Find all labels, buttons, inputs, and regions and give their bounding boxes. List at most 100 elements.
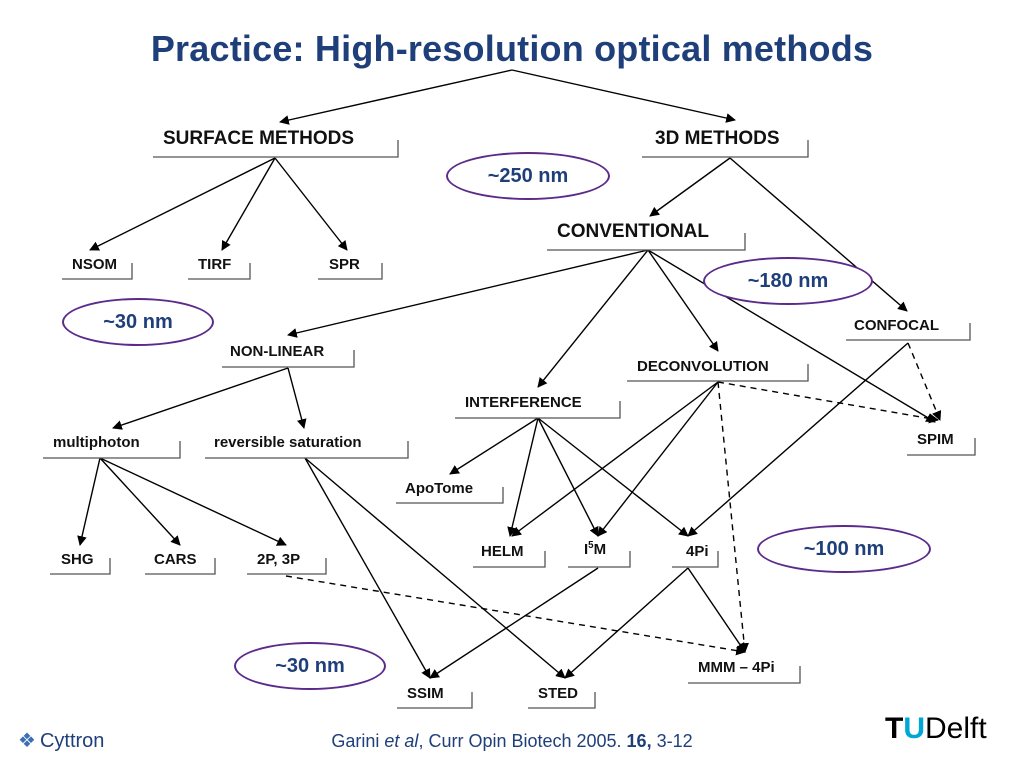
citation-volume: 16, (626, 731, 652, 751)
arrow-nonlinear-to-multiphoton (112, 367, 289, 430)
dash-deconv-to-spim (717, 381, 939, 424)
arrow-deconv-to-helm (511, 381, 719, 537)
reversible-saturation-node: reversible saturation (214, 434, 362, 451)
arrow-3d-to-confocal (729, 157, 908, 312)
badge-100nm: ~100 nm (757, 525, 931, 573)
label-underline (145, 558, 216, 575)
arrow-interference-to-apotome (449, 417, 539, 475)
badge-30nm-top: ~30 nm (62, 298, 214, 346)
label-underline (396, 487, 504, 504)
spim-node: SPIM (917, 431, 954, 448)
arrow-3d-to-conventional (649, 157, 731, 217)
label-underline (846, 323, 971, 341)
label-underline (455, 401, 621, 419)
non-linear-node: NON-LINEAR (230, 343, 325, 360)
arrow-interference-to-helm (507, 417, 539, 537)
arrow-revsat-to-ssim (304, 457, 431, 679)
diamond-bullet-icon: ❖ (18, 730, 36, 752)
conventional-node: CONVENTIONAL (557, 221, 709, 242)
deconvolution-node: DECONVOLUTION (637, 358, 769, 375)
label-underline (153, 140, 399, 158)
tudelft-logo-tu-text: TU (885, 712, 925, 745)
badge-250nm: ~250 nm (446, 152, 610, 200)
label-underline (473, 551, 546, 568)
arrow-conv-to-nonlinear (287, 249, 649, 338)
tudelft-logo: TUDelft (885, 712, 987, 746)
arrow-surface-to-nsom (89, 157, 276, 251)
nsom-node: NSOM (72, 256, 117, 273)
arrow-title-to-3d (511, 69, 736, 123)
tudelft-logo-delft: Delft (925, 712, 987, 745)
surface-methods-node: SURFACE METHODS (163, 128, 355, 149)
cyttron-brand: ❖Cyttron (18, 728, 104, 753)
multiphoton-node: multiphoton (53, 434, 140, 451)
label-underline (318, 263, 383, 280)
citation-author: Garini (331, 731, 385, 751)
dash-deconv-to-mmm (717, 381, 749, 653)
ssim-node: SSIM (407, 685, 444, 702)
dash-confocal-to-spim (907, 342, 942, 421)
citation-journal: , Curr Opin Biotech 2005. (418, 731, 627, 751)
tirf-node: TIRF (198, 256, 232, 273)
2p-3p-node: 2P, 3P (257, 551, 301, 568)
arrow-interference-to-i5m (537, 417, 599, 537)
helm-node: HELM (481, 543, 524, 560)
sted-node: STED (538, 685, 579, 702)
arrow-revsat-to-sted (304, 457, 566, 679)
i5m-superscript: 5 (588, 540, 594, 551)
arrow-title-to-surface (279, 69, 513, 125)
i5m-base: I (584, 541, 589, 558)
label-underline (528, 692, 596, 709)
i5m-node: I5M (584, 540, 606, 558)
shg-node: SHG (61, 551, 94, 568)
interference-node: INTERFERENCE (465, 394, 582, 411)
tudelft-logo-u: U (903, 712, 925, 745)
arrow-i5m-to-ssim (429, 567, 599, 679)
label-underline (205, 441, 409, 459)
slide-title: Practice: High-resolution optical method… (150, 28, 874, 69)
badge-30nm-bottom: ~30 nm (234, 642, 386, 690)
tudelft-logo-t: T (885, 712, 904, 745)
citation-pages: 3-12 (651, 731, 693, 751)
tudelft-logo-tu: TU (885, 712, 925, 745)
cars-node: CARS (154, 551, 197, 568)
apotome-node: ApoTome (405, 480, 474, 497)
label-underline (907, 438, 976, 456)
badge-180nm: ~180 nm (703, 257, 873, 305)
label-underline (188, 263, 251, 280)
label-underline (50, 558, 111, 575)
i5m-tail: M (593, 541, 607, 558)
arrow-4pi-to-sted (564, 567, 689, 679)
mmm-4pi-node: MMM – 4Pi (698, 659, 775, 676)
arrow-interference-to-4pi (537, 417, 689, 537)
arrow-surface-to-spr (274, 157, 348, 251)
arrow-4pi-to-mmm (687, 567, 746, 653)
label-underline (43, 441, 181, 459)
spr-node: SPR (329, 256, 360, 273)
arrow-conv-to-spim (647, 249, 936, 423)
arrow-confocal-to-4pi (687, 342, 909, 537)
label-underline (62, 263, 133, 280)
confocal-node: CONFOCAL (854, 317, 939, 334)
arrow-multiphoton-to-cars (99, 457, 181, 546)
label-underline (247, 558, 327, 575)
label-underline (222, 350, 355, 368)
citation: Garini et al, Curr Opin Biotech 2005. 16… (0, 731, 1024, 752)
arrow-conv-to-deconvolution (647, 249, 719, 352)
dash-2p3p-to-mmm (285, 575, 746, 656)
4pi-node: 4Pi (686, 543, 709, 560)
label-underline (672, 551, 719, 568)
3d-methods-node: 3D METHODS (655, 128, 780, 149)
arrow-conv-to-interference (537, 249, 649, 388)
arrow-deconv-to-i5m (597, 381, 719, 537)
label-underline (397, 692, 473, 709)
arrow-multiphoton-to-shg (77, 457, 101, 546)
arrow-multiphoton-to-2p3p (99, 457, 287, 546)
citation-etal: et al (384, 731, 419, 751)
cyttron-label: Cyttron (39, 730, 105, 752)
label-underline (642, 140, 809, 158)
label-underline (688, 666, 801, 684)
arrow-nonlinear-to-revsat (287, 367, 307, 429)
label-underline (627, 364, 809, 382)
label-underline (547, 233, 746, 251)
